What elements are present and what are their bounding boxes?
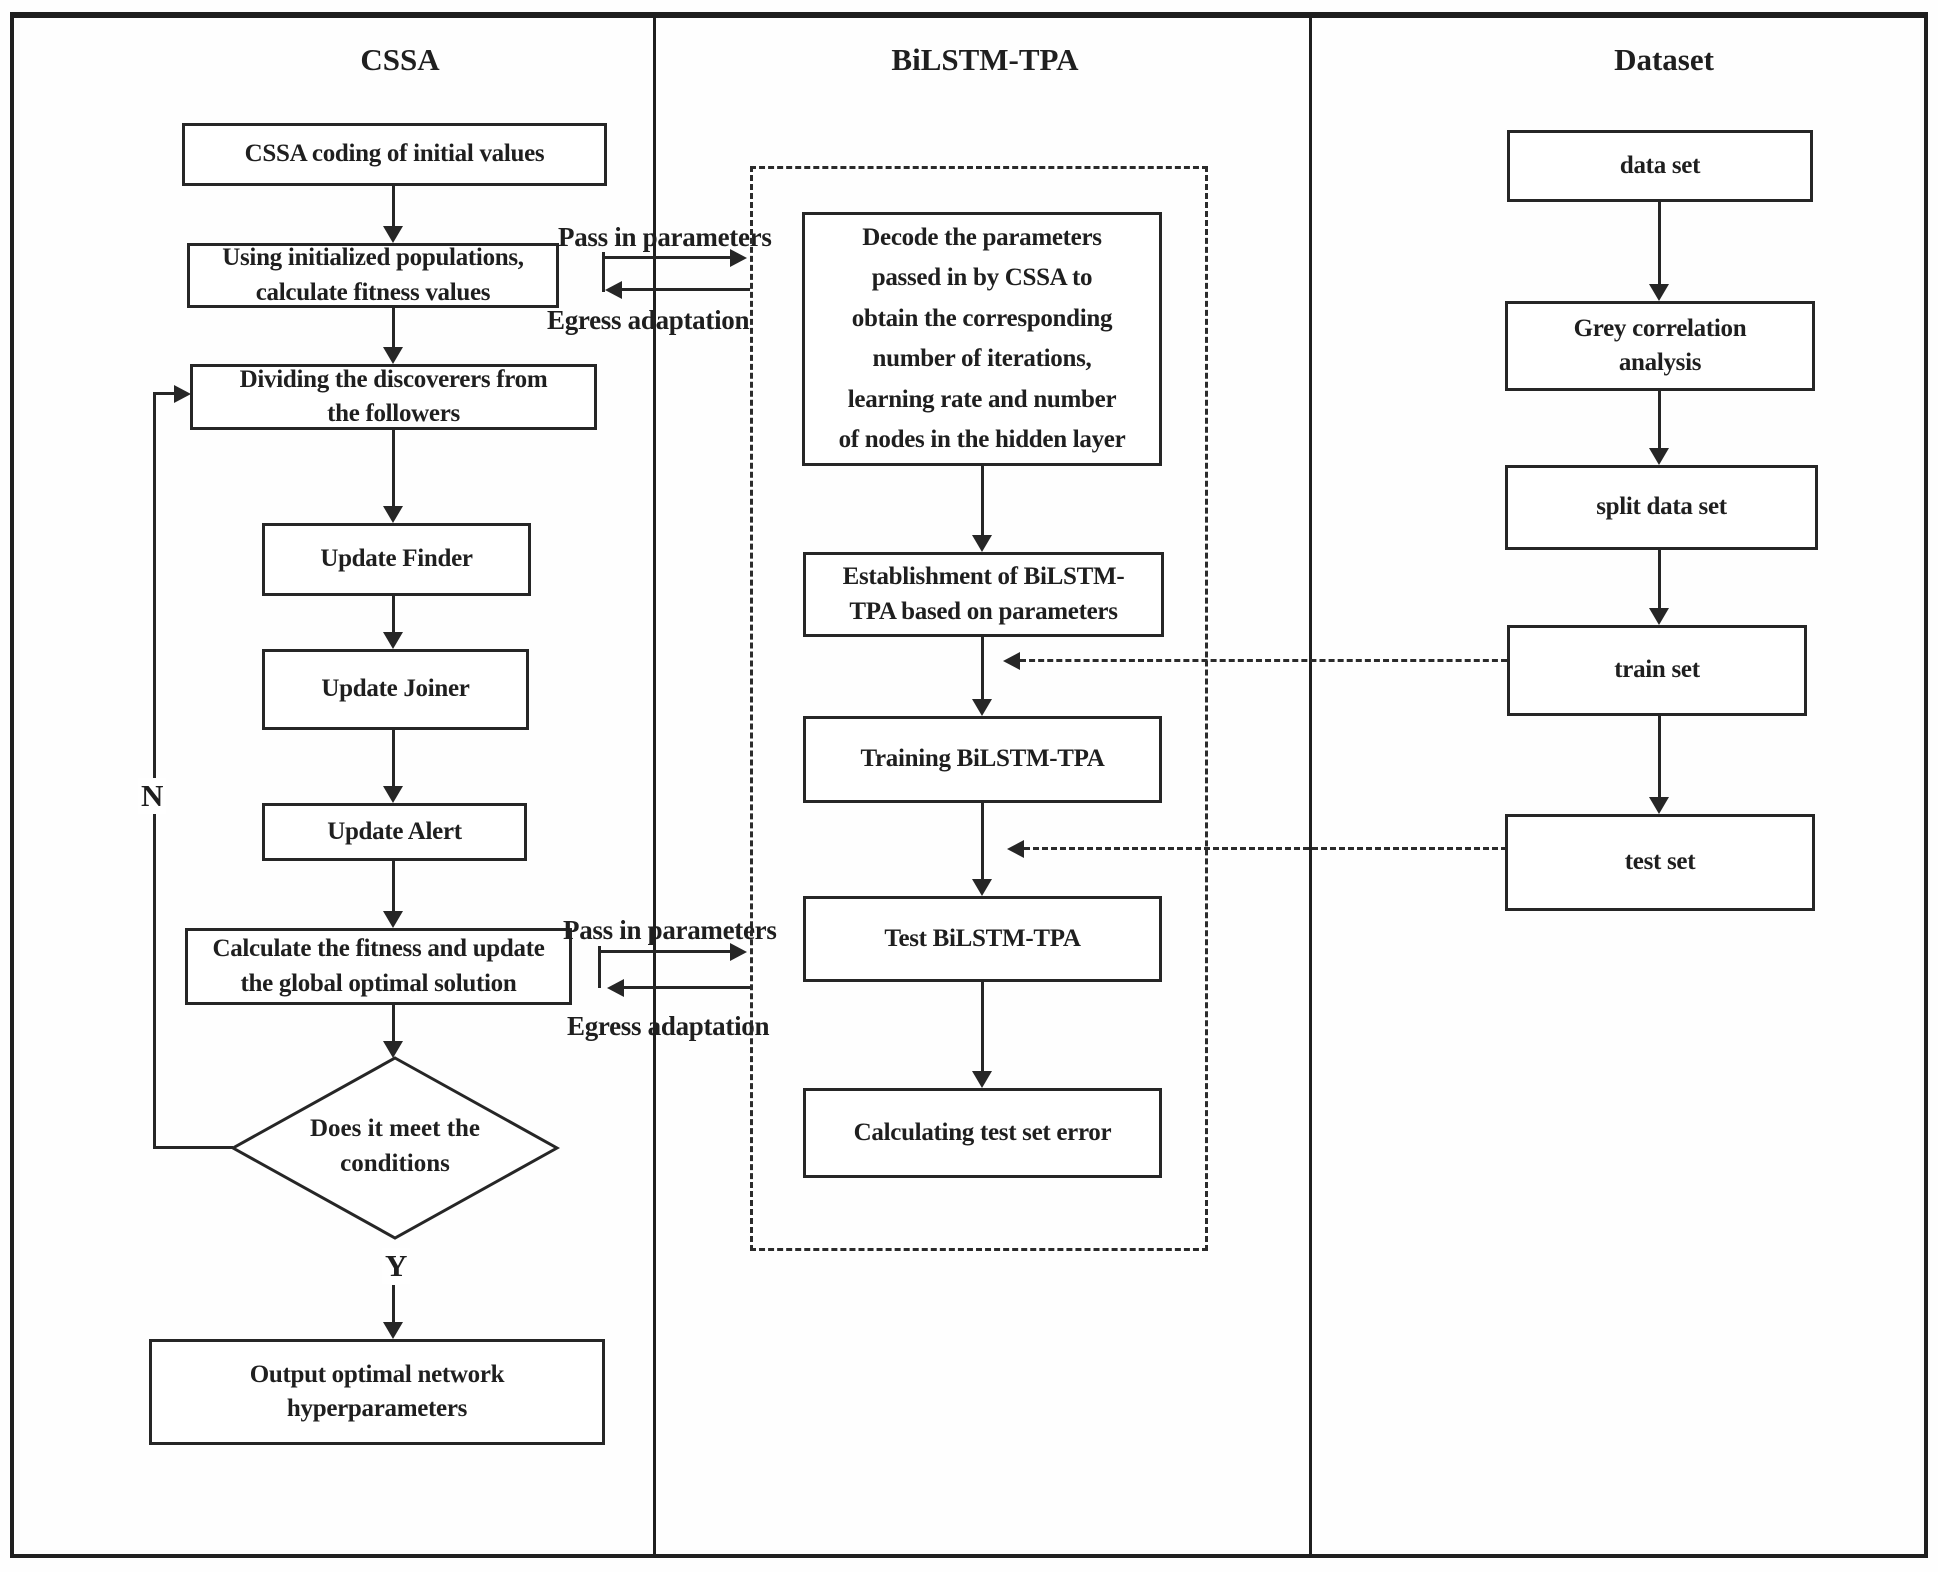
arrowhead-down (972, 879, 992, 896)
bracket-line (598, 946, 601, 988)
bilstm-decode-box: Decode the parameters passed in by CSSA … (802, 212, 1162, 466)
cssa-update-alert-box: Update Alert (262, 803, 527, 861)
flow-line (1658, 550, 1661, 612)
arrowhead-down (1649, 797, 1669, 814)
dataset-data-set-box: data set (1507, 130, 1813, 202)
dataset-train-set-box: train set (1507, 625, 1807, 716)
arrowhead-down (383, 786, 403, 803)
bilstm-calc-error-box: Calculating test set error (803, 1088, 1162, 1178)
arrowhead-right (174, 385, 191, 403)
flow-line (1658, 202, 1661, 287)
bilstm-dashed-container (750, 166, 1208, 1251)
pass-in-parameters-label-top: Pass in parameters (558, 222, 772, 252)
cssa-update-finder-box: Update Finder (262, 523, 531, 596)
arrowhead-left (605, 281, 622, 299)
arrowhead-down (972, 699, 992, 716)
cssa-calc-fitness-box: Calculate the fitness and update the glo… (185, 928, 572, 1005)
bracket-line (602, 252, 605, 292)
arrowhead-right (730, 943, 747, 961)
flow-line (392, 430, 395, 513)
arrowhead-down (1649, 448, 1669, 465)
column-title-bilstm: BiLSTM-TPA (891, 42, 1079, 77)
arrowhead-down (383, 347, 403, 364)
egress-arrow-line (621, 288, 750, 291)
arrowhead-down (1649, 608, 1669, 625)
dataset-grey-correlation-box: Grey correlation analysis (1505, 301, 1815, 391)
arrowhead-down (383, 632, 403, 649)
cssa-update-joiner-box: Update Joiner (262, 649, 529, 730)
cssa-dividing-box: Dividing the discoverers from the follow… (190, 364, 597, 430)
column-title-cssa: CSSA (360, 42, 440, 77)
arrowhead-down (383, 1322, 403, 1339)
dataset-test-set-box: test set (1505, 814, 1815, 911)
column-divider-bilstm-dataset (1309, 12, 1312, 1558)
cssa-init-fitness-box: Using initialized populations, calculate… (187, 243, 559, 308)
egress-adaptation-label-top: Egress adaptation (547, 305, 750, 335)
arrowhead-down (1649, 284, 1669, 301)
no-loop-line (153, 1146, 233, 1149)
arrowhead-down (972, 1071, 992, 1088)
flow-line (1658, 716, 1661, 801)
column-divider-cssa-bilstm (653, 12, 656, 1558)
flow-line (981, 982, 984, 1075)
flow-line (392, 186, 395, 230)
flow-line (1658, 391, 1661, 452)
flow-line (981, 637, 984, 703)
decision-label: Does it meet the conditions (309, 1115, 481, 1177)
arrowhead-down (383, 1041, 403, 1058)
flow-line (981, 466, 984, 538)
bilstm-establish-box: Establishment of BiLSTM- TPA based on pa… (803, 552, 1164, 637)
arrowhead-down (383, 506, 403, 523)
arrowhead-right (730, 249, 747, 267)
bilstm-training-box: Training BiLSTM-TPA (803, 716, 1162, 803)
no-loop-line (153, 394, 156, 1148)
flow-line (392, 861, 395, 918)
cssa-output-box: Output optimal network hyperparameters (149, 1339, 605, 1445)
arrowhead-down (383, 226, 403, 243)
decision-diamond (230, 1056, 560, 1240)
pass-in-arrow-line (604, 256, 733, 259)
flow-line (981, 803, 984, 883)
bilstm-test-box: Test BiLSTM-TPA (803, 896, 1162, 982)
flow-line (392, 1285, 395, 1325)
flow-line (392, 308, 395, 351)
flow-line (392, 596, 395, 639)
flow-line (392, 730, 395, 793)
pass-in-parameters-label-bottom: Pass in parameters (563, 915, 777, 945)
arrowhead-left (607, 979, 624, 997)
egress-adaptation-label-bottom: Egress adaptation (567, 1011, 770, 1041)
arrowhead-left (1007, 840, 1024, 858)
column-title-dataset: Dataset (1614, 42, 1714, 77)
egress-arrow-line (623, 986, 750, 989)
pass-in-arrow-line (600, 950, 733, 953)
no-label: N (138, 778, 167, 814)
train-set-dashed-line (1020, 659, 1507, 662)
no-loop-line (153, 392, 177, 395)
cssa-coding-box: CSSA coding of initial values (182, 123, 607, 186)
arrowhead-down (383, 911, 403, 928)
yes-label: Y (382, 1248, 411, 1284)
arrowhead-left (1003, 652, 1020, 670)
flow-line (392, 1005, 395, 1048)
arrowhead-down (972, 535, 992, 552)
dataset-split-box: split data set (1505, 465, 1818, 550)
outer-frame (10, 12, 1928, 1558)
test-set-dashed-line (1024, 847, 1507, 850)
